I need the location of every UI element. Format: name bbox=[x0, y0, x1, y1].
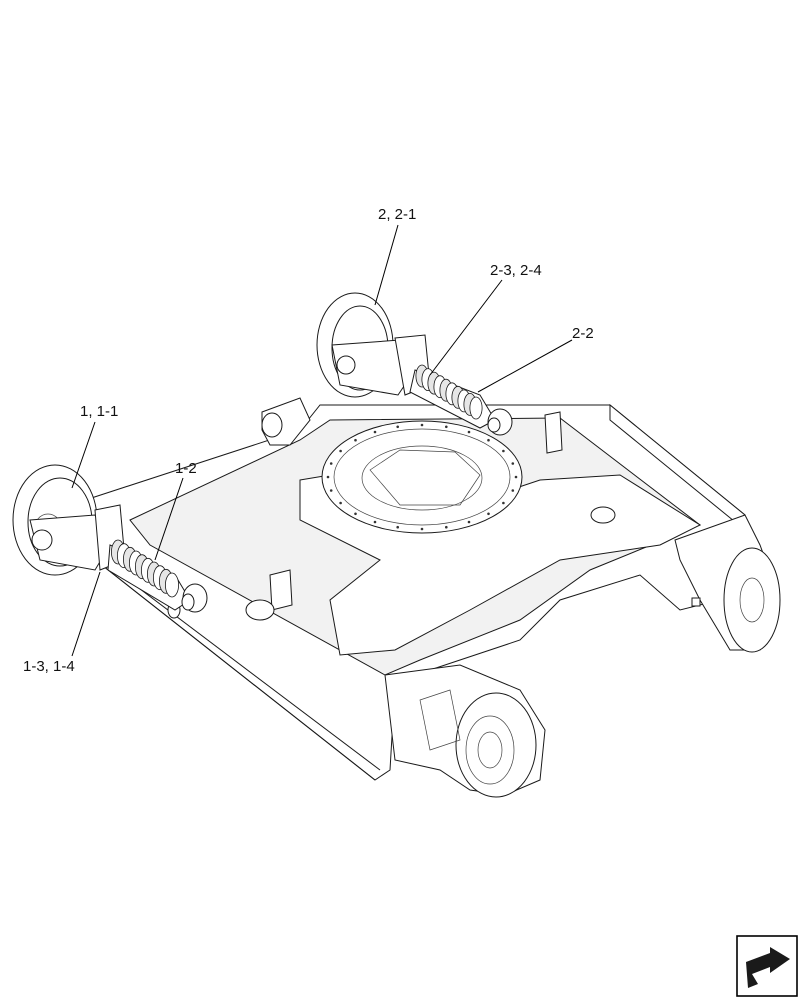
leader-idler-left bbox=[71, 421, 96, 489]
ring-bolt-hole bbox=[373, 430, 377, 434]
ring-bolt-hole bbox=[502, 501, 505, 505]
leader-idler-right bbox=[374, 224, 399, 306]
ring-bolt-hole bbox=[487, 438, 490, 442]
rear-sprocket-housing-right bbox=[674, 514, 781, 653]
callout-tensioner-right: 2-3, 2-4 bbox=[490, 262, 542, 279]
ring-bolt-hole bbox=[396, 425, 400, 429]
tension-cylinder-left bbox=[107, 539, 208, 613]
ring-bolt-hole bbox=[467, 430, 471, 434]
leader-tensioner-right bbox=[429, 279, 503, 376]
ring-bolt-hole bbox=[339, 501, 342, 505]
leader-cylinder-right bbox=[477, 339, 573, 393]
ring-bolt-hole bbox=[511, 462, 515, 465]
ring-bolt-hole bbox=[514, 475, 518, 479]
ring-bolt-hole bbox=[329, 462, 333, 465]
next-page-arrow-icon[interactable] bbox=[736, 935, 798, 997]
ring-bolt-hole bbox=[502, 449, 505, 453]
ring-bolt-hole bbox=[467, 520, 471, 524]
callout-tensioner-left: 1-3, 1-4 bbox=[23, 658, 75, 675]
callout-cylinder-left: 1-2 bbox=[175, 460, 197, 477]
idler-wheel-right bbox=[316, 292, 431, 398]
ring-bolt-hole bbox=[326, 475, 330, 479]
ring-bolt-hole bbox=[373, 520, 377, 524]
callout-cylinder-right: 2-2 bbox=[572, 325, 594, 342]
leader-cylinder-left bbox=[154, 477, 184, 561]
callout-idler-right: 2, 2-1 bbox=[378, 206, 416, 223]
ring-bolt-hole bbox=[420, 527, 424, 531]
idler-wheel-left bbox=[12, 464, 126, 576]
ring-bolt-hole bbox=[354, 512, 357, 516]
callout-idler-left: 1, 1-1 bbox=[80, 403, 118, 420]
ring-bolt-hole bbox=[445, 425, 448, 429]
swing-bearing-ring bbox=[321, 420, 523, 534]
ring-bolt-hole bbox=[339, 449, 342, 453]
ring-bolt-hole bbox=[354, 438, 357, 442]
rear-sprocket-housing-front bbox=[384, 664, 546, 798]
ring-bolt-hole bbox=[511, 489, 515, 492]
tension-cylinder-right bbox=[409, 364, 513, 436]
ring-bolt-hole bbox=[445, 525, 448, 529]
ring-bolt-hole bbox=[420, 423, 424, 427]
ring-bolt-hole bbox=[487, 512, 490, 516]
bellows-fold bbox=[469, 396, 483, 420]
ring-bolt-hole bbox=[396, 525, 400, 529]
frame-lugs bbox=[167, 397, 616, 621]
ring-bolt-hole bbox=[329, 489, 333, 492]
leader-tensioner-left bbox=[71, 571, 101, 657]
bellows-fold bbox=[164, 572, 179, 598]
leader-lines bbox=[71, 224, 573, 657]
